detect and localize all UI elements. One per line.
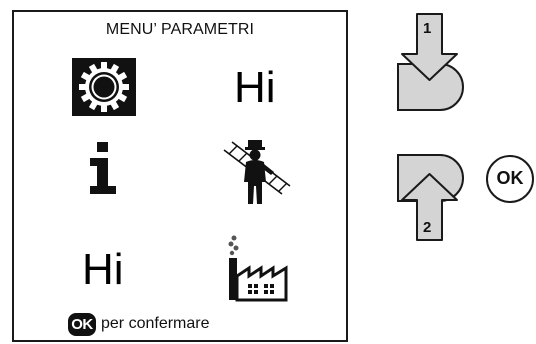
parameter-menu-display: MENU’ PARAMETRI <box>12 10 348 342</box>
info-icon <box>90 142 116 194</box>
ok-button[interactable] <box>486 155 534 203</box>
menu-title: MENU’ PARAMETRI <box>105 21 255 38</box>
menu-item-hi-top[interactable]: Hi <box>234 63 276 112</box>
confirm-text: per confermare <box>101 315 210 332</box>
chimney-sweep-icon <box>223 140 291 204</box>
arrow-up-icon <box>401 173 458 241</box>
arrow-down-icon <box>401 13 458 81</box>
gear-icon <box>72 58 136 116</box>
menu-item-factory[interactable] <box>224 234 290 302</box>
factory-icon <box>228 235 288 302</box>
ok-button-label: OK <box>496 168 524 188</box>
step-1-label: 1 <box>423 20 432 37</box>
confirm-hint: OK per confermare <box>68 312 210 336</box>
ok-badge-icon: OK <box>68 312 96 336</box>
menu-item-settings[interactable] <box>72 58 136 116</box>
menu-item-hi-bottom[interactable]: Hi <box>82 245 124 294</box>
button-1[interactable] <box>397 63 464 111</box>
step-2-label: 2 <box>423 219 432 236</box>
menu-item-chimney-sweep[interactable] <box>220 138 292 208</box>
menu-item-info[interactable] <box>86 142 120 194</box>
